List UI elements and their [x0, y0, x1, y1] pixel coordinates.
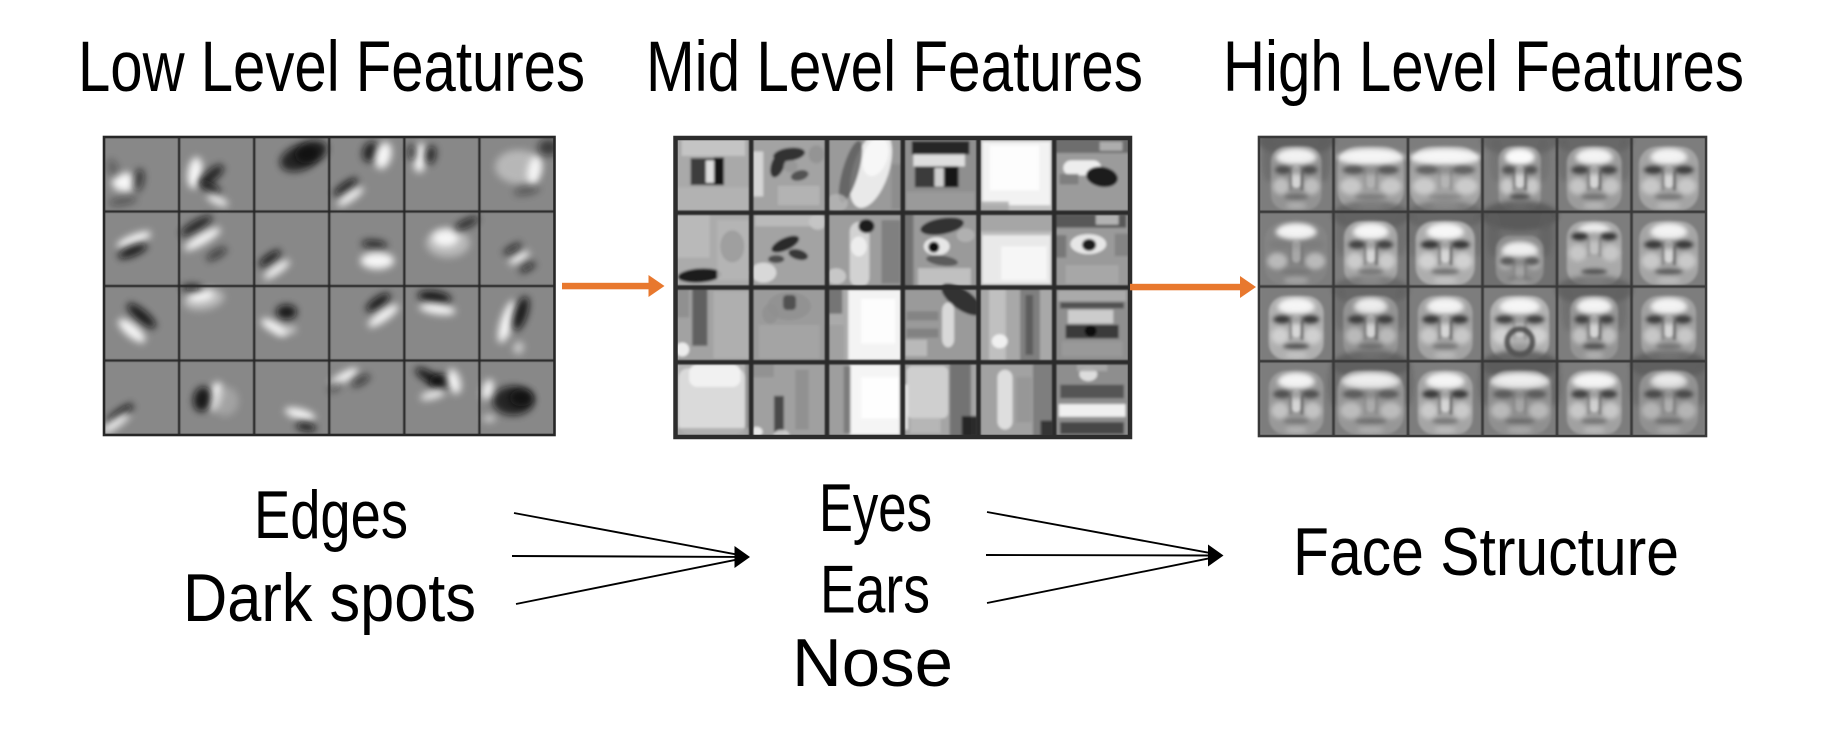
svg-text:Mid Level Features: Mid Level Features [646, 28, 1143, 107]
svg-text:Eyes: Eyes [819, 470, 932, 546]
svg-text:Nose: Nose [792, 625, 953, 701]
svg-text:Low Level Features: Low Level Features [78, 28, 585, 107]
svg-text:Ears: Ears [820, 552, 930, 628]
svg-text:Dark spots: Dark spots [183, 560, 476, 636]
svg-text:Edges: Edges [254, 477, 408, 553]
svg-text:High Level Features: High Level Features [1223, 28, 1744, 107]
svg-text:Face Structure: Face Structure [1293, 514, 1679, 590]
